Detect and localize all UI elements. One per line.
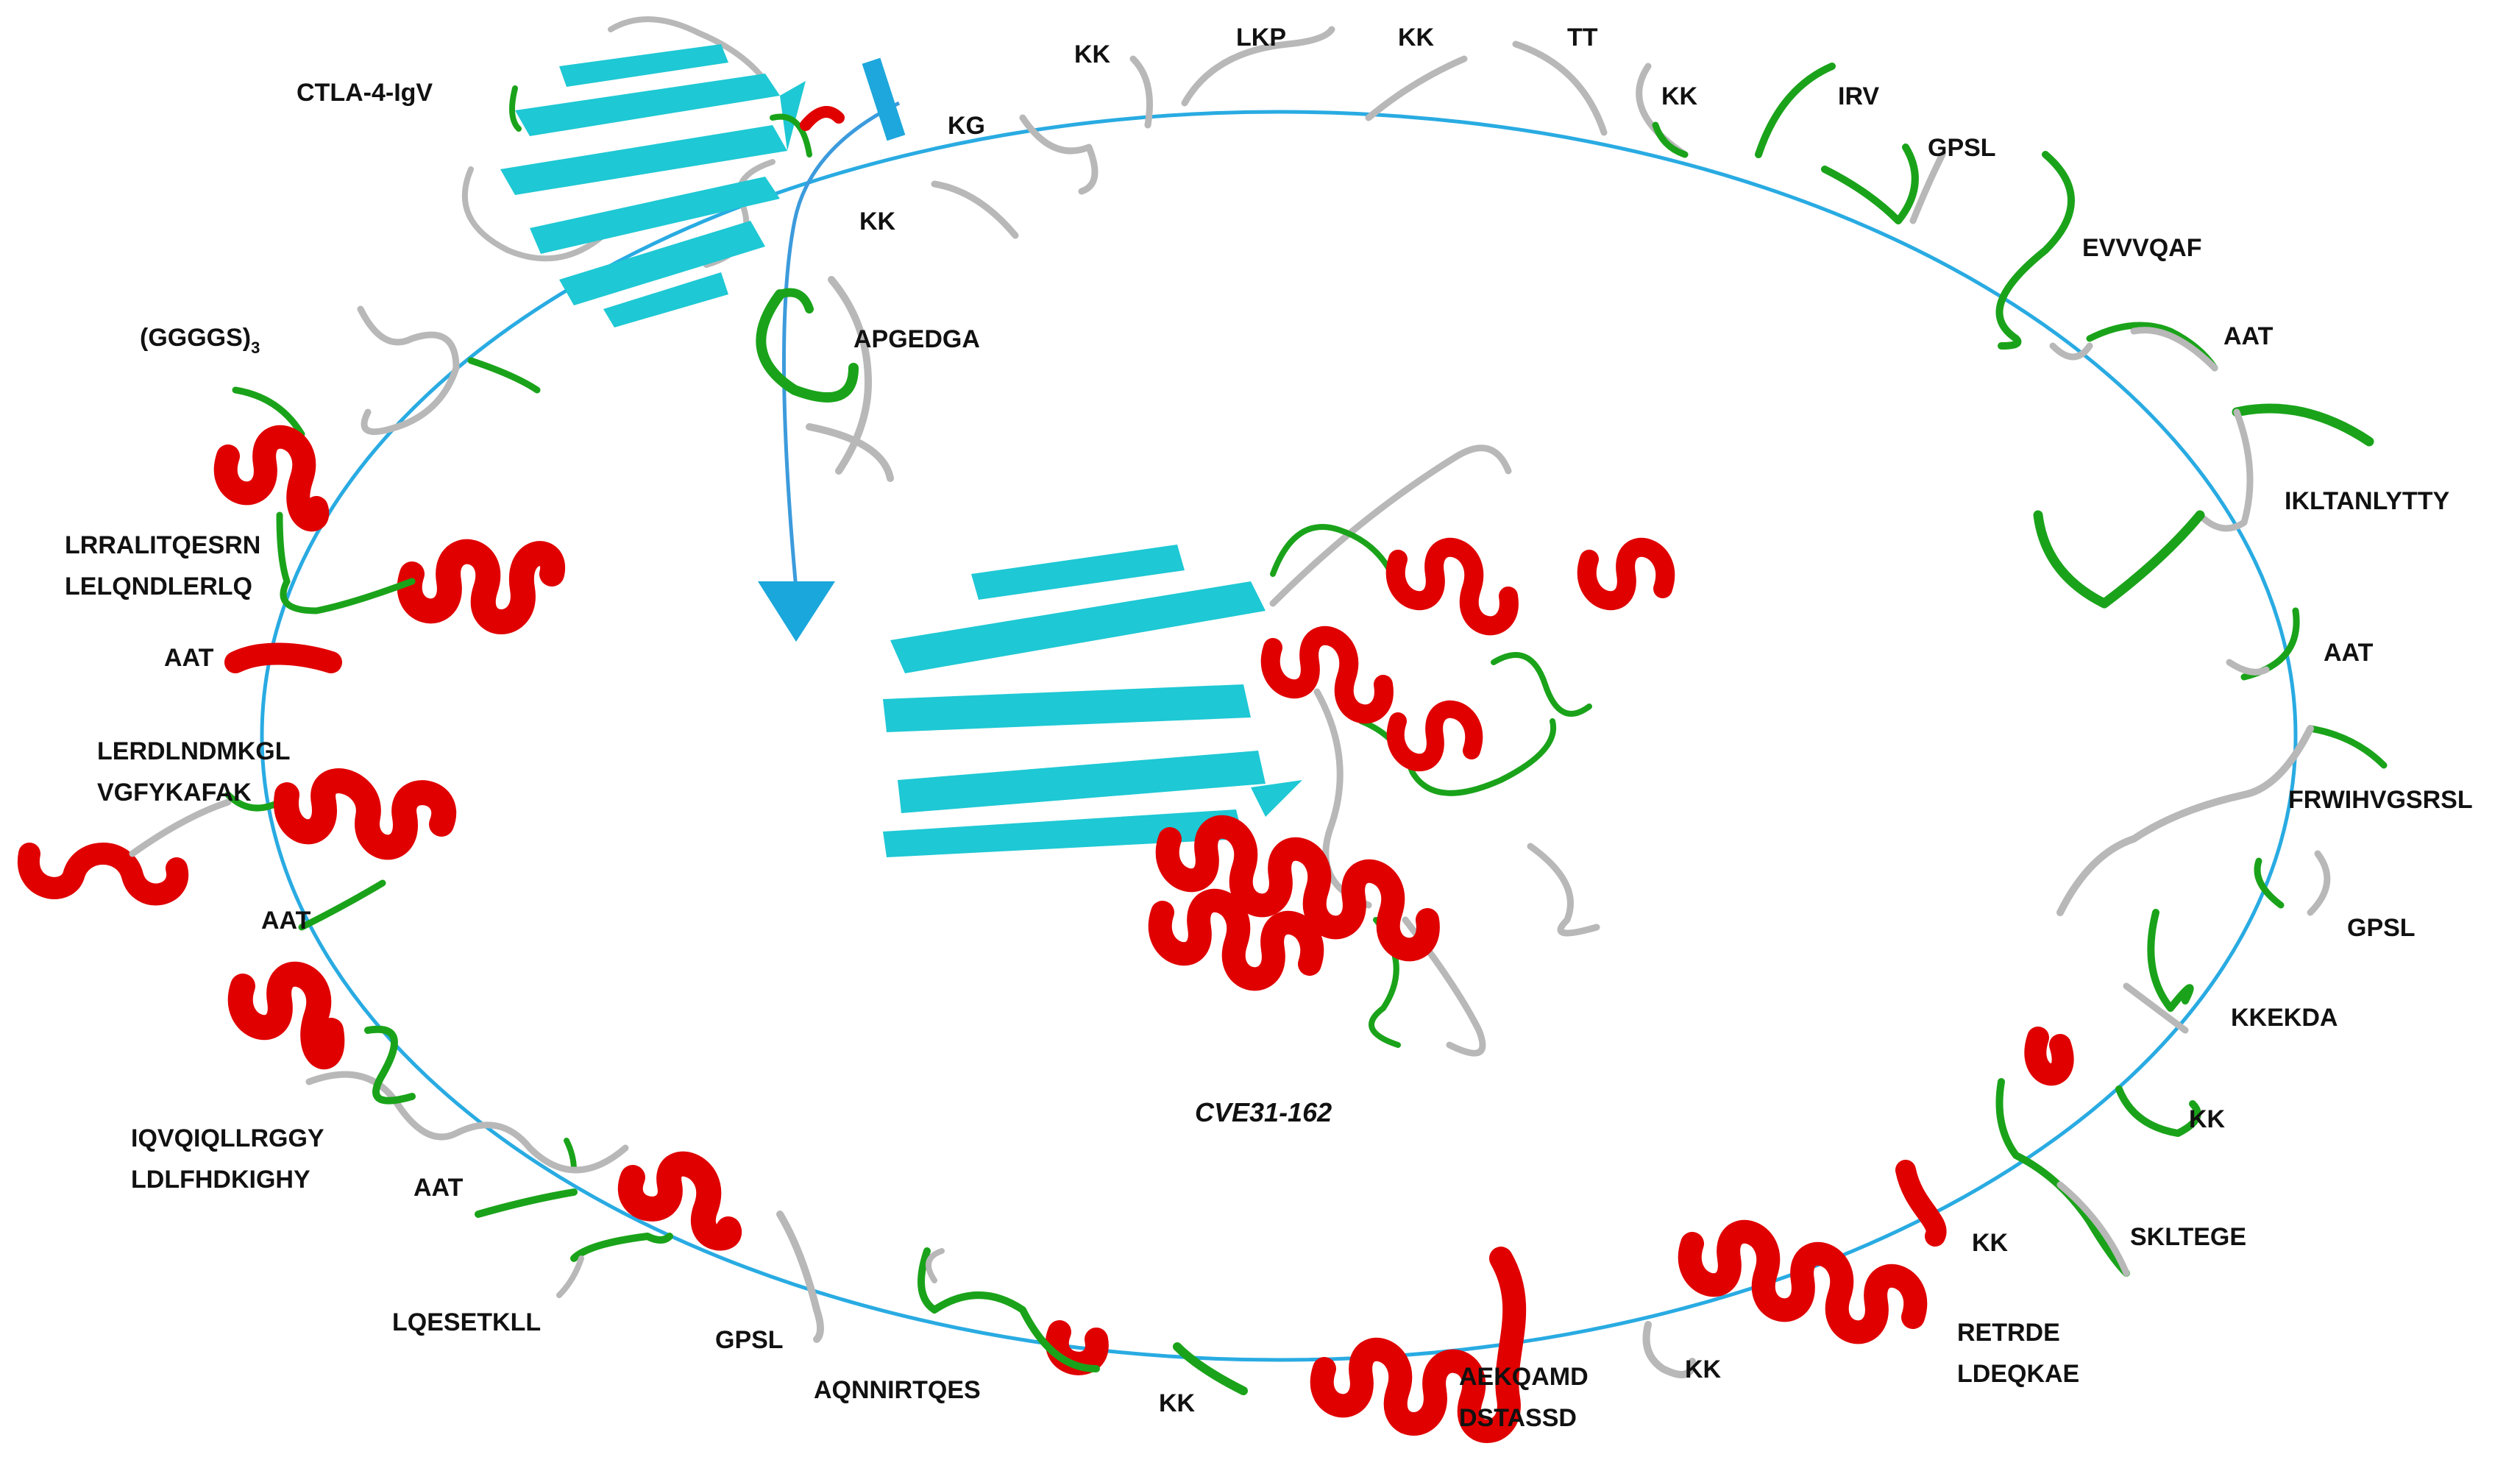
- t-bar-icon: [862, 57, 906, 141]
- label-ldeqkae: LDEQKAE: [1957, 1360, 2079, 1388]
- label-gpsl-1: GPSL: [1928, 134, 1996, 162]
- construct-ring: [260, 110, 2298, 1362]
- ctla4-igv-structure: [461, 16, 845, 327]
- label-kk-5: KK: [2189, 1105, 2226, 1133]
- label-aat-1: AAT: [2223, 322, 2274, 350]
- peptide-fragments: [17, 26, 2388, 1443]
- label-iqvqiqllrggy: IQVQIQLLRGGY: [131, 1124, 324, 1152]
- label-aat-2: AAT: [2324, 639, 2374, 667]
- label-aat-4: AAT: [261, 907, 311, 935]
- label-apgedga: APGEDGA: [853, 325, 980, 353]
- label-irv: IRV: [1838, 82, 1879, 110]
- structure-title: CVE31-162: [1195, 1097, 1332, 1127]
- label-aat-5: AAT: [164, 644, 214, 672]
- label-kk-7: KK: [1685, 1356, 1722, 1383]
- label-vgfykafak: VGFYKAFAK: [97, 779, 252, 807]
- label-gpsl-3: GPSL: [715, 1326, 784, 1354]
- label-linker: (GGGGS)3: [140, 324, 260, 357]
- label-kk-3: KK: [1398, 24, 1435, 52]
- label-kk-1: KK: [1074, 40, 1111, 68]
- label-kg: KG: [948, 112, 985, 140]
- arrowhead-icon: [758, 581, 835, 642]
- direction-arc: [781, 101, 901, 589]
- label-frwihvgsrsl: FRWIHVGSRSL: [2288, 786, 2473, 814]
- label-aat-3: AAT: [414, 1174, 464, 1202]
- label-kkekda: KKEKDA: [2231, 1004, 2338, 1032]
- label-aqnnirtqes: AQNNIRTQES: [814, 1376, 981, 1404]
- label-aekqamd: AEKQAMD: [1459, 1363, 1589, 1391]
- label-evvvqaf: EVVVQAF: [2082, 234, 2201, 262]
- label-ikltanlytty: IKLTANLYTTY: [2285, 487, 2449, 515]
- label-kk-4: KK: [1661, 82, 1698, 110]
- label-dstassd: DSTASSD: [1459, 1404, 1577, 1432]
- label-skltege: SKLTEGE: [2130, 1223, 2246, 1251]
- label-lelqndlerlq: LELQNDLERLQ: [65, 573, 252, 600]
- cve31-162-structure: [883, 444, 1675, 1057]
- label-ldlfhdkighy: LDLFHDKIGHY: [131, 1166, 310, 1194]
- label-lerdlndmkgl: LERDLNDMKGL: [97, 737, 291, 765]
- label-gpsl-2: GPSL: [2347, 914, 2416, 942]
- label-lqesetkll: LQESETKLL: [392, 1308, 541, 1336]
- label-kk-8: KK: [1159, 1389, 1196, 1417]
- label-lkp: LKP: [1236, 24, 1286, 52]
- label-tt: TT: [1567, 24, 1598, 52]
- label-kk-6: KK: [1972, 1229, 2009, 1257]
- label-retrde: RETRDE: [1957, 1319, 2060, 1347]
- label-linker-subscript: 3: [251, 339, 260, 357]
- label-lrralitqesrn: LRRALITQESRN: [65, 531, 260, 559]
- label-ctla4-igv: CTLA-4-IgV: [297, 79, 433, 107]
- label-kk-2: KK: [859, 208, 896, 235]
